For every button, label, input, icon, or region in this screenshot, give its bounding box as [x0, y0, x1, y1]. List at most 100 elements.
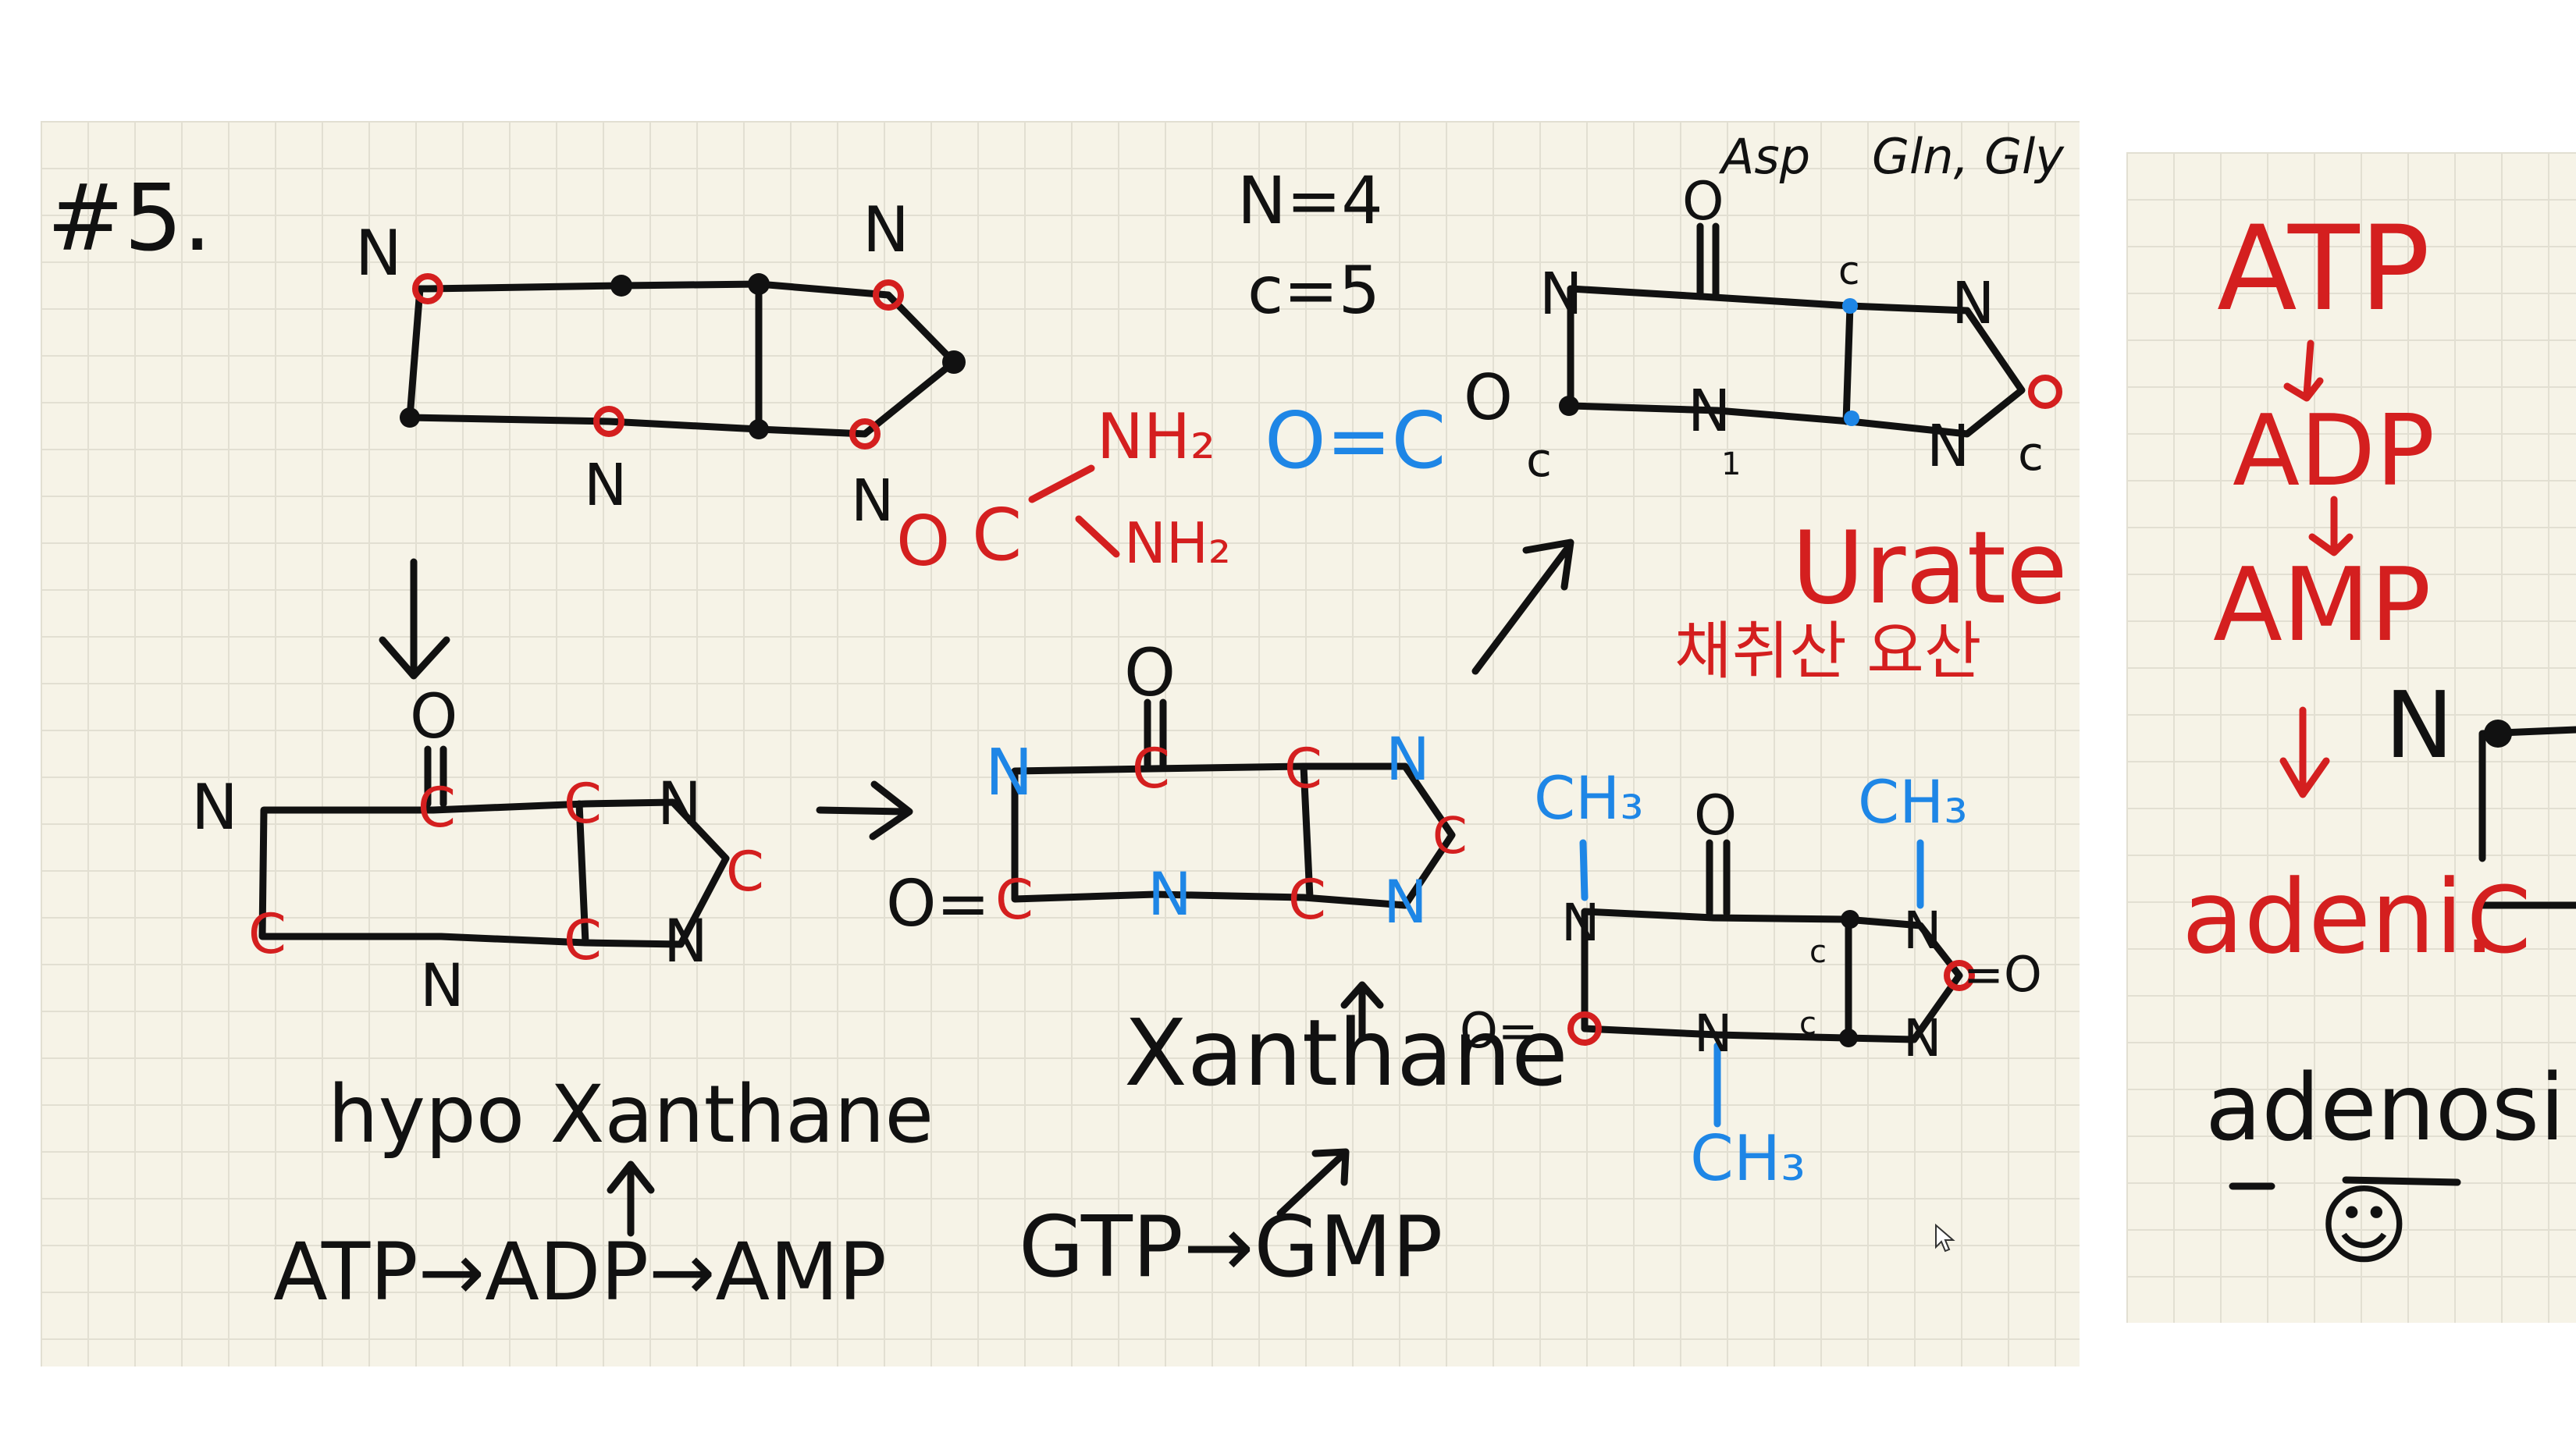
urate-n1: N [1539, 261, 1583, 328]
co2-formula: O=C [1265, 395, 1446, 486]
hypoxanthine-n7: N [657, 769, 702, 838]
hypoxanthine-oxygen: O [410, 682, 458, 752]
atom-circle [1567, 1011, 1602, 1046]
side-amp: AMP [2213, 546, 2432, 664]
arrow-up-xanthine [1340, 981, 1384, 1042]
source-gln-gly: Gln, Gly [1872, 128, 2064, 185]
side-atp: ATP [2217, 201, 2431, 337]
hypoxanthine-c5: C [564, 772, 602, 836]
arrow-atp-adp [2283, 339, 2324, 402]
hypoxanthine-c6: C [418, 776, 456, 840]
nitrogen-count: N=4 [1237, 162, 1383, 239]
gtp-gmp-chain: GTP→GMP [1019, 1199, 1443, 1296]
urate-o-left: O [1464, 361, 1513, 434]
hypoxanthine-c8: C [726, 840, 764, 904]
hypoxanthine-n3: N [420, 951, 464, 1020]
atom-circle [2028, 375, 2062, 409]
methyl-bottom: CH₃ [1690, 1122, 1806, 1195]
purine-top-n3: N [584, 452, 628, 519]
urate-c-right: c [2018, 427, 2044, 482]
hypoxanthine-c2: C [248, 902, 286, 966]
arrow-up-hypoxanthine [607, 1160, 655, 1237]
xanthine-carbonyl [1144, 698, 1167, 769]
xanthine-n9: N [1383, 867, 1428, 936]
side-adp: ADP [2233, 393, 2435, 508]
xanthine-c4: C [1288, 868, 1326, 932]
xanthine-c8: C [1432, 808, 1468, 865]
side-adenine: adeni. [2182, 858, 2496, 976]
urate-korean: 채취산 요산 [1674, 615, 1982, 688]
atom-circle [873, 279, 904, 311]
methylxanthine-n-right-bottom: N [1903, 1008, 1942, 1068]
source-asp: Asp [1721, 128, 1811, 185]
xanthine-o-top: O [1124, 634, 1176, 711]
atom-dot-blue [1844, 410, 1859, 426]
xanthine-n1: N [985, 736, 1034, 810]
atom-circle [1944, 960, 1975, 991]
urate-label: Urate [1791, 510, 2068, 627]
urate-o-top: O [1682, 171, 1724, 233]
atom-dot [1841, 910, 1859, 929]
methylxanthine-carbonyl [1706, 839, 1731, 917]
urate-carbonyl [1696, 222, 1720, 300]
arrow-right [816, 780, 913, 841]
methylxanthine-c-b: c [1799, 1006, 1816, 1042]
carbon-count: c=5 [1247, 252, 1381, 329]
hypoxanthine-carbonyl [424, 745, 447, 808]
methylxanthine-o-top: O [1694, 784, 1738, 848]
purine-top-n1: N [355, 217, 402, 290]
xanthine-c5: C [1284, 737, 1322, 801]
atom-circle [593, 406, 624, 437]
side-carbon: C [2467, 866, 2532, 974]
xanthine-ring [1011, 762, 1456, 909]
hypoxanthine-bond [575, 800, 589, 947]
urea-bond-top [1028, 464, 1095, 503]
atom-dot [748, 273, 770, 295]
urate-n-subscript: 1 [1721, 446, 1742, 482]
methylxanthine-ring [1581, 908, 1963, 1043]
methylxanthine-c-a: c [1809, 934, 1827, 970]
xanthine-c2: C [995, 868, 1034, 932]
methylxanthine-n-bottom: N [1694, 1004, 1733, 1064]
mouse-cursor-icon [1935, 1224, 1955, 1253]
urea-nh2-bottom: NH₂ [1124, 510, 1231, 576]
methyl-left: CH₃ [1534, 763, 1644, 833]
xanthine-o-left: O= [886, 867, 991, 941]
urea-carbon: C [972, 493, 1023, 577]
methylxanthine-o-left: O= [1460, 1002, 1539, 1059]
purine-top-n9: N [851, 467, 895, 535]
xanthine-label: Xanthane [1124, 999, 1568, 1107]
atp-adp-amp-chain: ATP→ADP→AMP [273, 1226, 887, 1319]
arrow-diagonal [1471, 538, 1574, 675]
urea-oxygen: O [896, 501, 951, 581]
urate-n3: N [1688, 378, 1731, 445]
urea-bond-bottom [1075, 515, 1120, 558]
xanthine-c6: C [1132, 737, 1170, 801]
urate-n9: N [1927, 413, 1970, 480]
atom-dot-blue [1842, 298, 1858, 314]
hypoxanthine-n1: N [191, 771, 238, 844]
arrow-adp-amp [2308, 496, 2354, 556]
atom-dot [749, 419, 769, 439]
xanthine-n3: N [1147, 859, 1192, 929]
atom-dot [1839, 1029, 1858, 1047]
xanthine-bond [1300, 762, 1314, 901]
atom-dot [610, 275, 632, 297]
side-nitrogen: N [2385, 671, 2454, 779]
arrow-amp-adenine [2279, 706, 2330, 798]
atom-dot [2484, 720, 2512, 748]
methylxanthine-n-right-top: N [1903, 901, 1942, 961]
atom-dot [1559, 396, 1579, 416]
methylxanthine-o-right: =O [1963, 946, 2042, 1003]
methyl-bond-left [1579, 839, 1589, 901]
hypoxanthine-label: hypo Xanthane [328, 1068, 934, 1161]
urate-n7: N [1952, 270, 1995, 337]
arrow-down [379, 558, 450, 680]
arrow-up-gtp [1276, 1148, 1350, 1217]
atom-dot [942, 350, 966, 374]
atom-dot [400, 407, 420, 428]
urate-bond [1842, 302, 1854, 425]
methyl-right: CH₃ [1858, 767, 1968, 837]
side-adenosine: adenosi [2205, 1054, 2566, 1161]
